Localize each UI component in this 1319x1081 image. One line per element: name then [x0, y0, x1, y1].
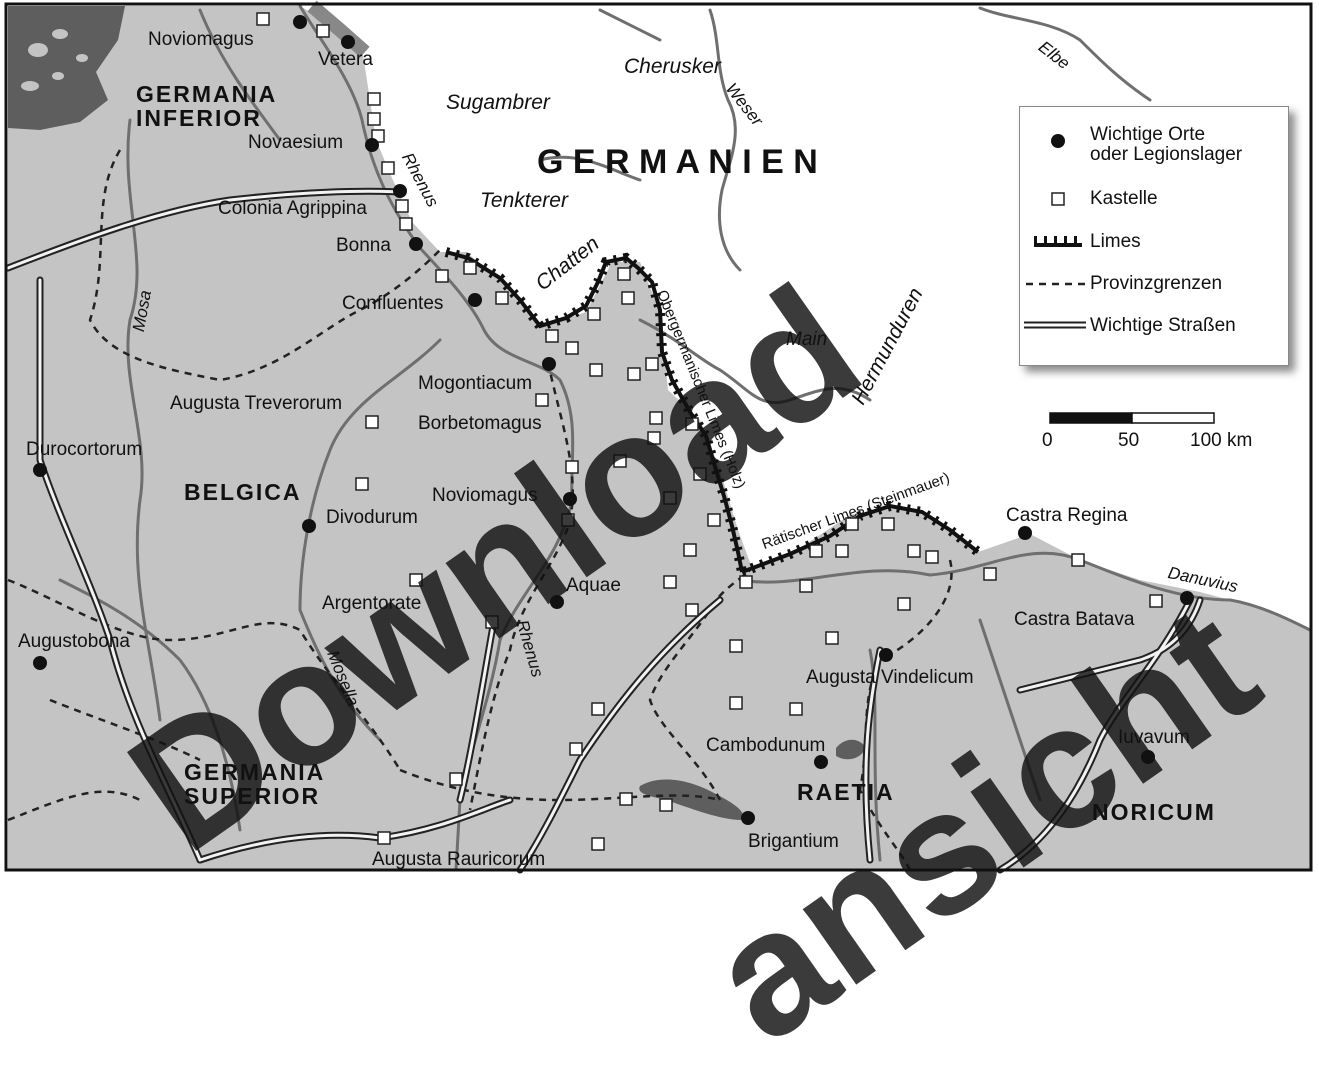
place-argentorate: Argentorate — [322, 593, 422, 614]
legend-fort-square — [1051, 192, 1065, 206]
important-places — [33, 15, 1194, 825]
place-augusta-treverorum: Augusta Treverorum — [170, 393, 343, 414]
coastal-islands — [21, 29, 88, 91]
river-rhenus — [298, 4, 575, 872]
map-legend: Wichtige Orte oder Legionslager Kastelle… — [1019, 106, 1289, 366]
legend-label-roads: Wichtige Straßen — [1090, 315, 1236, 336]
place-iuvavum: Iuvavum — [1118, 727, 1190, 748]
region-raetia: RAETIA — [797, 779, 895, 805]
river-elbe — [978, 6, 1152, 102]
region-germania-superior: GERMANIA SUPERIOR — [184, 759, 326, 810]
region-germanien: G E R M A N I E N — [537, 143, 818, 181]
lake-brigantinus — [639, 779, 744, 820]
roads-inner — [6, 189, 1202, 872]
place-aquae: Aquae — [566, 575, 621, 596]
river-main — [638, 318, 872, 405]
tribe-cherusker: Cherusker — [624, 55, 721, 78]
place-augusta-vindelicum: Augusta Vindelicum — [806, 667, 974, 688]
river-weser — [708, 8, 742, 272]
legend-symbols — [1024, 134, 1090, 329]
place-cambodunum: Cambodunum — [706, 735, 826, 756]
place-augusta-rauricorum: Augusta Rauricorum — [372, 849, 546, 870]
river-minor-3 — [868, 648, 882, 862]
map-canvas: GERMANIA INFERIOR G E R M A N I E N BELG… — [4, 0, 1313, 1079]
river-minor-4 — [978, 618, 1042, 802]
river-minor-1 — [198, 8, 282, 142]
scale-tick-50: 50 — [1118, 430, 1140, 451]
legend-label-places: Wichtige Orte oder Legionslager — [1090, 124, 1243, 165]
place-divodurum: Divodurum — [326, 507, 418, 528]
lake-raetia — [836, 739, 866, 760]
north-sea — [8, 6, 125, 130]
map-frame — [4, 2, 1313, 872]
legend-label-forts: Kastelle — [1090, 188, 1158, 209]
region-belgica: BELGICA — [184, 479, 302, 505]
tribe-tenkterer: Tenkterer — [480, 189, 568, 212]
river-fulda — [598, 8, 662, 42]
scale-bar — [1049, 412, 1215, 424]
place-borbetomagus: Borbetomagus — [418, 413, 542, 434]
place-augustobona: Augustobona — [18, 631, 130, 652]
scale-tick-100: 100 km — [1190, 430, 1253, 451]
forts — [256, 12, 1163, 851]
place-noviomagus-south: Noviomagus — [432, 485, 538, 506]
river-danuvius — [738, 551, 1312, 632]
map-graphics — [4, 0, 1313, 874]
tribe-sugambrer: Sugambrer — [446, 91, 550, 114]
legend-limes-symbol — [1034, 236, 1082, 247]
place-colonia-agrippina: Colonia Agrippina — [218, 198, 367, 219]
place-mogontiacum: Mogontiacum — [418, 373, 533, 394]
region-germania-inferior: GERMANIA INFERIOR — [136, 81, 278, 132]
place-castra-batava: Castra Batava — [1014, 609, 1135, 630]
legend-place-dot — [1051, 134, 1065, 148]
place-bonna: Bonna — [336, 235, 391, 256]
place-confluentes: Confluentes — [342, 293, 444, 314]
place-noviomagus-north: Noviomagus — [148, 29, 254, 50]
scale-tick-0: 0 — [1042, 430, 1053, 451]
coast-edge — [307, 0, 370, 58]
legend-label-limes: Limes — [1090, 231, 1141, 252]
province-borders — [7, 149, 953, 871]
place-castra-regina: Castra Regina — [1006, 505, 1128, 526]
legend-label-borders: Provinzgrenzen — [1090, 273, 1223, 294]
place-novaesium: Novaesium — [248, 132, 344, 153]
river-label-main: Main — [786, 329, 828, 350]
river-weser-branch — [538, 155, 642, 182]
limes — [444, 247, 982, 577]
place-vetera: Vetera — [318, 49, 373, 70]
place-brigantium: Brigantium — [748, 831, 839, 852]
region-noricum: NORICUM — [1092, 799, 1216, 825]
place-durocortorum: Durocortorum — [26, 439, 143, 460]
